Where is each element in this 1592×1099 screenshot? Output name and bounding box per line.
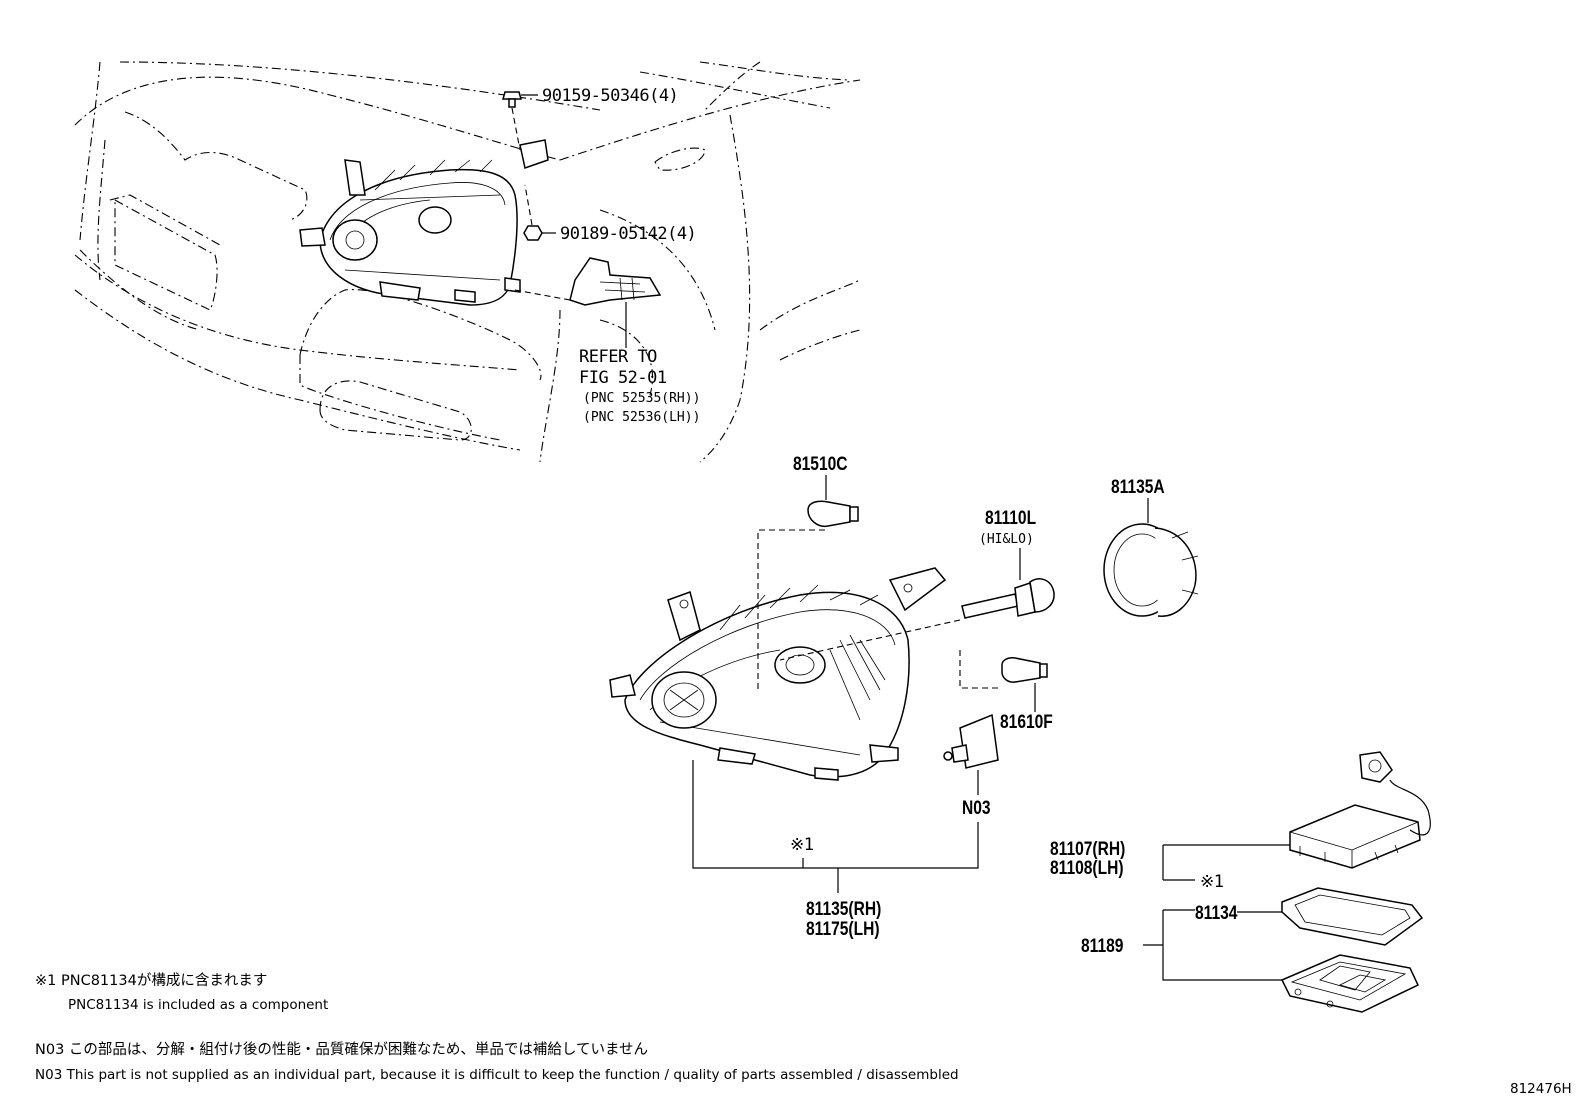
- bulb-81110l-icon: [961, 578, 1055, 619]
- label-nut: 90189-05142(4): [560, 224, 696, 244]
- cover-81135a-icon: [1103, 523, 1199, 617]
- label-81134: 81134: [1195, 902, 1238, 924]
- headlamp-assembly: [609, 567, 947, 781]
- label-refer-1: REFER TO: [579, 347, 657, 367]
- note-2-jp: N03 この部品は、分解・組付け後の性能・品質確保が困難なため、単品では補給して…: [35, 1040, 648, 1058]
- label-bolt: 90159-50346(4): [542, 86, 678, 106]
- socket-n03-icon: [943, 713, 999, 769]
- label-refer-3: (PNC 52535(RH)): [583, 391, 700, 406]
- vehicle-front-outline: [74, 61, 861, 463]
- label-mark1b: ※1: [1200, 872, 1224, 892]
- headlamp-installed-view: [299, 139, 549, 306]
- label-81108lh: 81108(LH): [1050, 857, 1124, 879]
- bracket-icon: [569, 257, 662, 306]
- label-81135rh: 81135(RH): [806, 898, 881, 920]
- bolt-icon: [502, 91, 522, 108]
- note-1-en: PNC81134 is included as a component: [68, 997, 328, 1013]
- bulb-81610f-icon: [1001, 657, 1048, 683]
- cover-81189-icon: [1280, 954, 1419, 1013]
- ballast-computer-icon: [1289, 751, 1431, 869]
- label-81110l-sub: (HI&LO): [979, 532, 1034, 547]
- label-refer-2: FIG 52-01: [579, 368, 667, 388]
- figure-id: 812476H: [1510, 1081, 1572, 1097]
- label-refer-4: (PNC 52536(LH)): [583, 410, 700, 425]
- label-81107rh: 81107(RH): [1050, 838, 1125, 860]
- label-81110l: 81110L: [985, 507, 1036, 529]
- label-81610f: 81610F: [1000, 711, 1053, 733]
- label-81135a: 81135A: [1111, 476, 1165, 498]
- label-mark1: ※1: [790, 835, 814, 855]
- label-81175lh: 81175(LH): [806, 918, 880, 940]
- bulb-81510c-icon: [807, 500, 859, 528]
- label-81510c: 81510C: [793, 453, 848, 475]
- label-n03: N03: [962, 797, 991, 819]
- note-1-jp: ※1 PNC81134が構成に含まれます: [35, 972, 267, 989]
- note-2-en: N03 This part is not supplied as an indi…: [35, 1067, 959, 1083]
- label-81189: 81189: [1081, 935, 1124, 957]
- nut-icon: [523, 225, 543, 241]
- gasket-81134-icon: [1281, 887, 1424, 946]
